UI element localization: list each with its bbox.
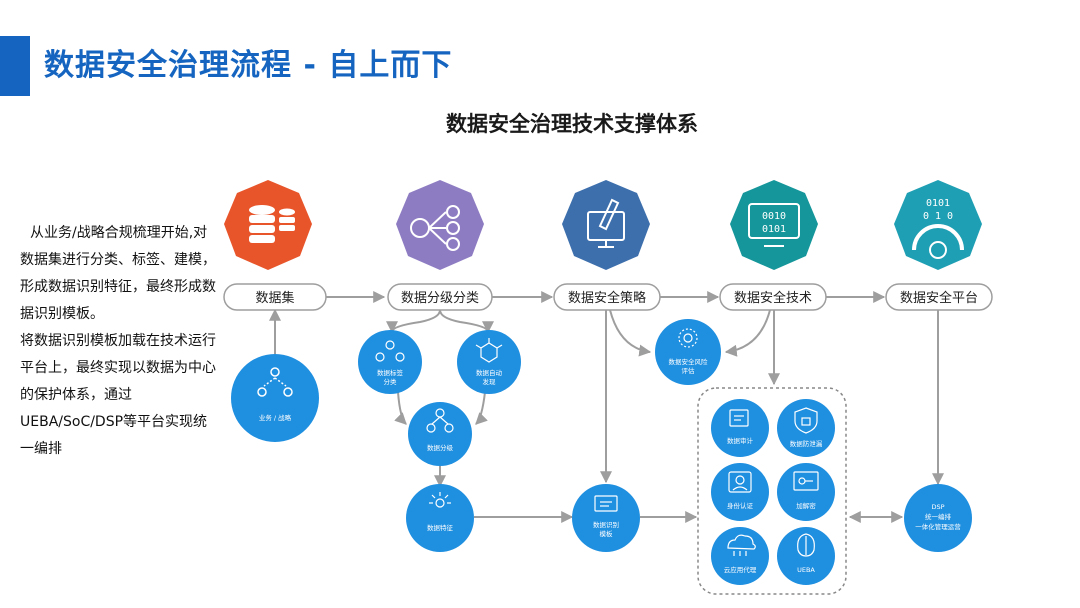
stage-pill-dataset: 数据集 (223, 283, 327, 311)
node-features: 数据特征 (406, 484, 474, 552)
description-text: 从业务/战略合规梳理开始,对数据集进行分类、标签、建模，形成数据识别特征，最终形… (20, 220, 216, 463)
database-icon (249, 205, 295, 243)
title-accent-bar (0, 36, 30, 96)
dlp-shield-icon (794, 407, 818, 434)
tool-ueba-label: UEBA (797, 566, 815, 574)
brain-icon (797, 533, 815, 557)
node-id-template: 数据识别 模板 (572, 484, 640, 552)
diagram-subtitle: 数据安全治理技术支撑体系 (446, 112, 698, 136)
classification-icon (410, 205, 460, 251)
node-auto-discover-label-1: 数据自动 (476, 368, 503, 377)
audit-icon (729, 409, 749, 427)
tool-cloud-proxy: 云应用代理 (711, 527, 769, 585)
node-tag-class-label-1: 数据标签 (377, 368, 404, 377)
node-id-template-label-2: 模板 (600, 529, 614, 538)
stage-label-classification: 数据分级分类 (401, 291, 479, 306)
node-dsp-label-1: DSP (931, 503, 944, 511)
node-tag-class: 数据标签 分类 (358, 330, 422, 394)
stage-label-platform: 数据安全平台 (900, 290, 978, 306)
spark-icon (429, 492, 451, 508)
tool-crypto-label: 加解密 (796, 501, 816, 510)
stage-pill-policy: 数据安全策略 (553, 283, 661, 311)
cloud-icon (727, 534, 756, 556)
node-features-label: 数据特征 (427, 523, 454, 532)
svg-text:0101: 0101 (762, 224, 786, 235)
node-business: 业务 / 战略 (231, 354, 319, 442)
tool-auth: 身份认证 (711, 463, 769, 521)
stage-icon-classification (396, 180, 484, 270)
node-dsp-label-3: 一体化管理运营 (915, 522, 961, 531)
binary-gear-icon: 0101 0 1 0 (912, 198, 964, 259)
tool-ueba: UEBA (777, 527, 835, 585)
node-risk-assess: 数据安全风险 评估 (655, 319, 721, 385)
tag-class-icon (375, 340, 405, 362)
tool-cloud-proxy-label: 云应用代理 (724, 565, 757, 574)
page-title: 数据安全治理流程 - 自上而下 (44, 48, 453, 83)
svg-text:0 1 0: 0 1 0 (923, 211, 953, 222)
node-auto-discover: 数据自动 发现 (457, 330, 521, 394)
connector-lines (269, 291, 944, 523)
hierarchy-icon (426, 408, 454, 433)
node-risk-assess-label-2: 评估 (682, 366, 696, 375)
stage-icon-tech: 0010 0101 (730, 180, 818, 270)
tool-audit: 数据审计 (711, 399, 769, 457)
svg-text:0010: 0010 (762, 211, 786, 222)
tool-auth-label: 身份认证 (727, 501, 754, 510)
policy-edit-icon (587, 198, 625, 248)
stage-label-dataset: 数据集 (255, 290, 294, 306)
svg-text:0101: 0101 (926, 198, 950, 209)
node-auto-discover-label-2: 发现 (483, 377, 497, 386)
node-tag-class-label-2: 分类 (384, 377, 398, 386)
tool-crypto: 加解密 (777, 463, 835, 521)
tool-audit-label: 数据审计 (727, 436, 754, 445)
node-risk-assess-label-1: 数据安全风险 (669, 357, 709, 366)
description-para-1: 从业务/战略合规梳理开始,对数据集进行分类、标签、建模，形成数据识别特征，最终形… (20, 225, 216, 322)
node-id-template-label-1: 数据识别 (593, 520, 619, 529)
description-para-2: 将数据识别模板加载在技术运行平台上，最终实现以数据为中心的保护体系，通过UEBA… (20, 333, 216, 457)
stage-pill-platform: 数据安全平台 (885, 283, 993, 311)
stage-icon-policy (562, 180, 650, 270)
stage-label-policy: 数据安全策略 (568, 290, 646, 306)
stage-label-tech: 数据安全技术 (734, 290, 812, 306)
stage-icon-dataset (224, 180, 312, 270)
stage-icon-platform: 0101 0 1 0 (894, 180, 982, 270)
node-business-label: 业务 / 战略 (259, 413, 292, 422)
binary-monitor-icon: 0010 0101 (748, 203, 800, 247)
people-network-icon (257, 367, 293, 397)
node-grading: 数据分级 (408, 402, 472, 466)
tool-dlp: 数据防泄漏 (777, 399, 835, 457)
tech-tools-box (697, 387, 847, 595)
cube-network-icon (475, 338, 503, 363)
node-dsp-label-2: 统一编排 (925, 512, 952, 521)
template-doc-icon (594, 495, 618, 512)
stage-pill-tech: 数据安全技术 (719, 283, 827, 311)
identity-icon (728, 471, 752, 493)
node-dsp: DSP 统一编排 一体化管理运营 (904, 484, 972, 552)
node-grading-label: 数据分级 (427, 443, 454, 452)
tool-dlp-label: 数据防泄漏 (790, 439, 823, 448)
key-monitor-icon (793, 471, 819, 491)
risk-radar-icon (678, 328, 698, 348)
stage-pill-classification: 数据分级分类 (387, 283, 493, 311)
